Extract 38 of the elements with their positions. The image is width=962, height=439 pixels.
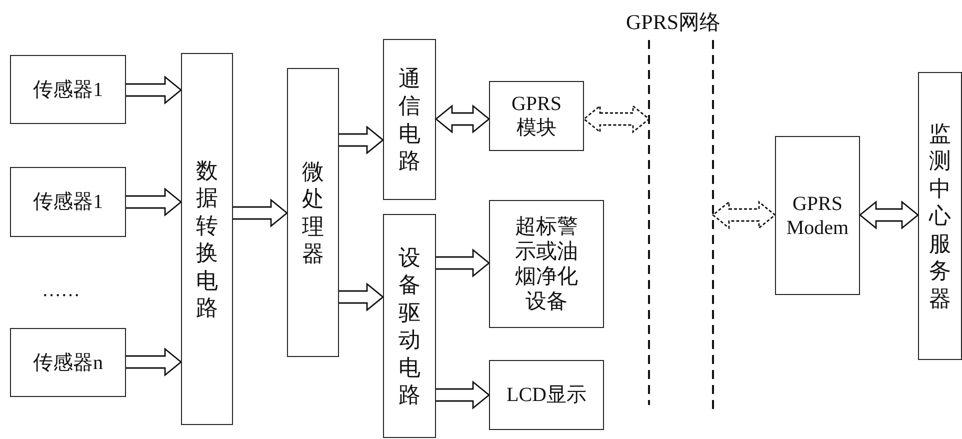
block-label: 传感器1 <box>33 190 103 214</box>
block-arrow <box>232 198 288 228</box>
block-arrow <box>434 104 490 134</box>
block-arrow <box>338 126 384 154</box>
network-label: GPRS网络 <box>626 9 721 36</box>
block-box <box>489 360 604 430</box>
block-label: 传感器n <box>33 350 103 374</box>
block-arrow <box>125 76 182 104</box>
block-label: 传感器1 <box>33 78 103 102</box>
block-label: 监测中心服务器 <box>929 120 951 312</box>
block-box <box>383 214 436 438</box>
block-label: 设备驱动电路 <box>398 244 420 408</box>
block-box <box>383 39 436 200</box>
block-box <box>10 55 126 124</box>
block-box <box>287 68 339 357</box>
block-label: 数据转换电路 <box>196 156 218 322</box>
block-box <box>918 72 962 360</box>
block-label: 微处理器 <box>302 158 324 268</box>
block-box <box>489 81 584 151</box>
block-box <box>489 200 604 328</box>
block-box <box>775 136 860 295</box>
block-label: GPRS 模块 <box>510 92 563 140</box>
block-label: 超标警示或油烟净化设备 <box>514 214 579 314</box>
block-box <box>10 328 126 397</box>
block-arrow <box>712 200 776 230</box>
block-arrow <box>435 248 490 278</box>
ellipsis-label: …… <box>42 280 80 302</box>
block-box <box>10 167 126 237</box>
block-arrow <box>125 348 182 376</box>
block-arrow <box>858 200 920 230</box>
block-label: LCD显示 <box>506 383 586 407</box>
block-box <box>181 53 233 425</box>
block-arrow <box>125 188 182 216</box>
block-label: 通信电路 <box>398 64 420 174</box>
block-arrow <box>435 380 490 410</box>
block-label: GPRS Modem <box>785 192 850 240</box>
block-arrow <box>338 282 384 312</box>
block-arrow <box>582 104 650 134</box>
